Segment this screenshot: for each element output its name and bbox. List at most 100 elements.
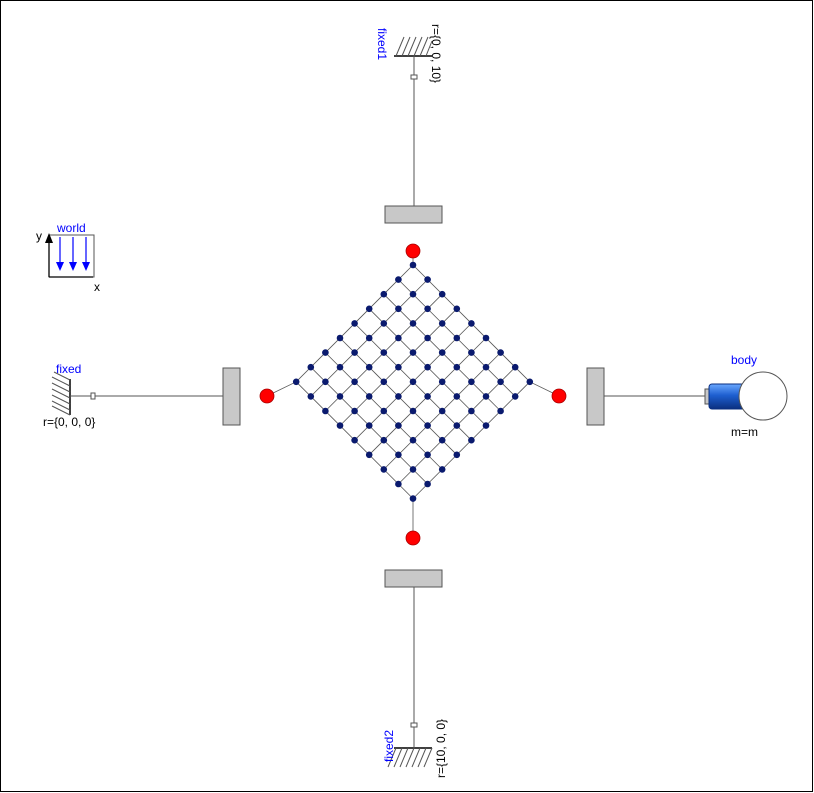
mesh-node[interactable] <box>336 363 344 371</box>
mesh-node[interactable] <box>380 349 388 356</box>
mesh-node[interactable] <box>409 261 417 269</box>
mesh-node[interactable] <box>336 334 344 342</box>
mesh-node[interactable] <box>395 305 402 313</box>
fixed2-component[interactable]: fixed2 r={10, 0, 0} <box>382 719 448 778</box>
mesh-node[interactable] <box>453 393 461 400</box>
mesh-node[interactable] <box>365 451 373 459</box>
fixed-component[interactable]: fixed r={0, 0, 0} <box>43 362 95 429</box>
fixed2-frame-connector[interactable] <box>410 722 418 728</box>
mesh-node[interactable] <box>380 407 388 415</box>
mesh-node[interactable] <box>380 290 388 298</box>
mesh-node[interactable] <box>395 480 402 488</box>
corner-node-left[interactable] <box>259 388 275 404</box>
mesh-node[interactable] <box>365 393 373 400</box>
mesh-node[interactable] <box>380 320 388 327</box>
right-boundary-block[interactable] <box>586 367 605 426</box>
mesh-node[interactable] <box>424 422 431 429</box>
mesh-node[interactable] <box>424 480 431 488</box>
mesh-node[interactable] <box>395 422 402 429</box>
mesh-node[interactable] <box>438 436 446 444</box>
mesh-node[interactable] <box>409 378 417 386</box>
mesh-node[interactable] <box>322 407 329 415</box>
mesh-node[interactable] <box>438 407 446 415</box>
mesh-node[interactable] <box>424 276 431 283</box>
world-component[interactable]: world y x <box>36 221 100 294</box>
corner-node-right[interactable] <box>551 388 567 404</box>
mesh-node[interactable] <box>526 378 534 386</box>
mesh-node[interactable] <box>365 363 373 371</box>
mesh-node[interactable] <box>497 407 504 415</box>
fixed1-frame-connector[interactable] <box>410 74 418 80</box>
mesh-node[interactable] <box>468 436 475 444</box>
mesh-node[interactable] <box>307 393 315 400</box>
mesh-node[interactable] <box>395 334 402 342</box>
fixed-frame-connector[interactable] <box>90 392 96 400</box>
mesh-node[interactable] <box>292 378 300 386</box>
mesh-node[interactable] <box>395 276 402 283</box>
mesh-node[interactable] <box>438 290 446 298</box>
mesh-node[interactable] <box>424 451 431 459</box>
mesh-node[interactable] <box>511 393 519 400</box>
mesh-node[interactable] <box>453 451 461 459</box>
mesh-node[interactable] <box>468 407 475 415</box>
mesh-node[interactable] <box>351 436 358 444</box>
fixed1-component[interactable]: fixed1 r={0, 0, 10} <box>375 24 443 83</box>
mesh-node[interactable] <box>380 436 388 444</box>
mesh-node[interactable] <box>424 305 431 313</box>
mesh-node[interactable] <box>365 422 373 429</box>
mesh-node[interactable] <box>336 422 344 429</box>
mesh-node[interactable] <box>511 363 519 371</box>
mesh-node[interactable] <box>409 436 417 444</box>
mesh-node[interactable] <box>395 451 402 459</box>
mesh-node[interactable] <box>424 334 431 342</box>
mesh-node[interactable] <box>409 407 417 415</box>
corner-node-top[interactable] <box>405 243 421 259</box>
mesh-node[interactable] <box>453 363 461 371</box>
mesh-node[interactable] <box>468 320 475 327</box>
mesh-node[interactable] <box>409 466 417 473</box>
mesh-node[interactable] <box>468 349 475 356</box>
mesh-node[interactable] <box>453 305 461 313</box>
mesh-node[interactable] <box>424 363 431 371</box>
mesh-node[interactable] <box>438 466 446 473</box>
mesh-node[interactable] <box>468 378 475 386</box>
mesh-node[interactable] <box>351 320 358 327</box>
mesh-node[interactable] <box>395 363 402 371</box>
mesh-node[interactable] <box>482 334 490 342</box>
bottom-boundary-block[interactable] <box>384 569 443 588</box>
mesh-node[interactable] <box>322 349 329 356</box>
mesh-node[interactable] <box>365 305 373 313</box>
mesh-node[interactable] <box>482 393 490 400</box>
mesh-node[interactable] <box>380 466 388 473</box>
mesh-node[interactable] <box>438 320 446 327</box>
mesh-node[interactable] <box>307 363 315 371</box>
mesh-node[interactable] <box>438 349 446 356</box>
mesh-node[interactable] <box>365 334 373 342</box>
mesh-node[interactable] <box>351 349 358 356</box>
mesh-node[interactable] <box>424 393 431 400</box>
mesh-node[interactable] <box>438 378 446 386</box>
mesh-node[interactable] <box>336 393 344 400</box>
mesh-node[interactable] <box>409 495 417 502</box>
mesh-node[interactable] <box>409 290 417 298</box>
mesh-node[interactable] <box>497 349 504 356</box>
mesh-node[interactable] <box>395 393 402 400</box>
mesh-node[interactable] <box>482 363 490 371</box>
fixed2-parameter: r={10, 0, 0} <box>434 719 448 778</box>
corner-node-bottom[interactable] <box>405 530 421 546</box>
mesh-node[interactable] <box>453 422 461 429</box>
top-boundary-block[interactable] <box>384 205 443 224</box>
world-axis-y-label: y <box>36 229 42 243</box>
mesh-node[interactable] <box>351 378 358 386</box>
mesh-node[interactable] <box>351 407 358 415</box>
mesh-node[interactable] <box>322 378 329 386</box>
mesh-node[interactable] <box>380 378 388 386</box>
mesh-node[interactable] <box>482 422 490 429</box>
mesh-node[interactable] <box>409 349 417 356</box>
world-label: world <box>56 221 86 235</box>
left-boundary-block[interactable] <box>222 367 241 426</box>
mesh-node[interactable] <box>453 334 461 342</box>
body-component[interactable]: body m=m <box>704 353 788 439</box>
mesh-node[interactable] <box>497 378 504 386</box>
mesh-node[interactable] <box>409 320 417 327</box>
